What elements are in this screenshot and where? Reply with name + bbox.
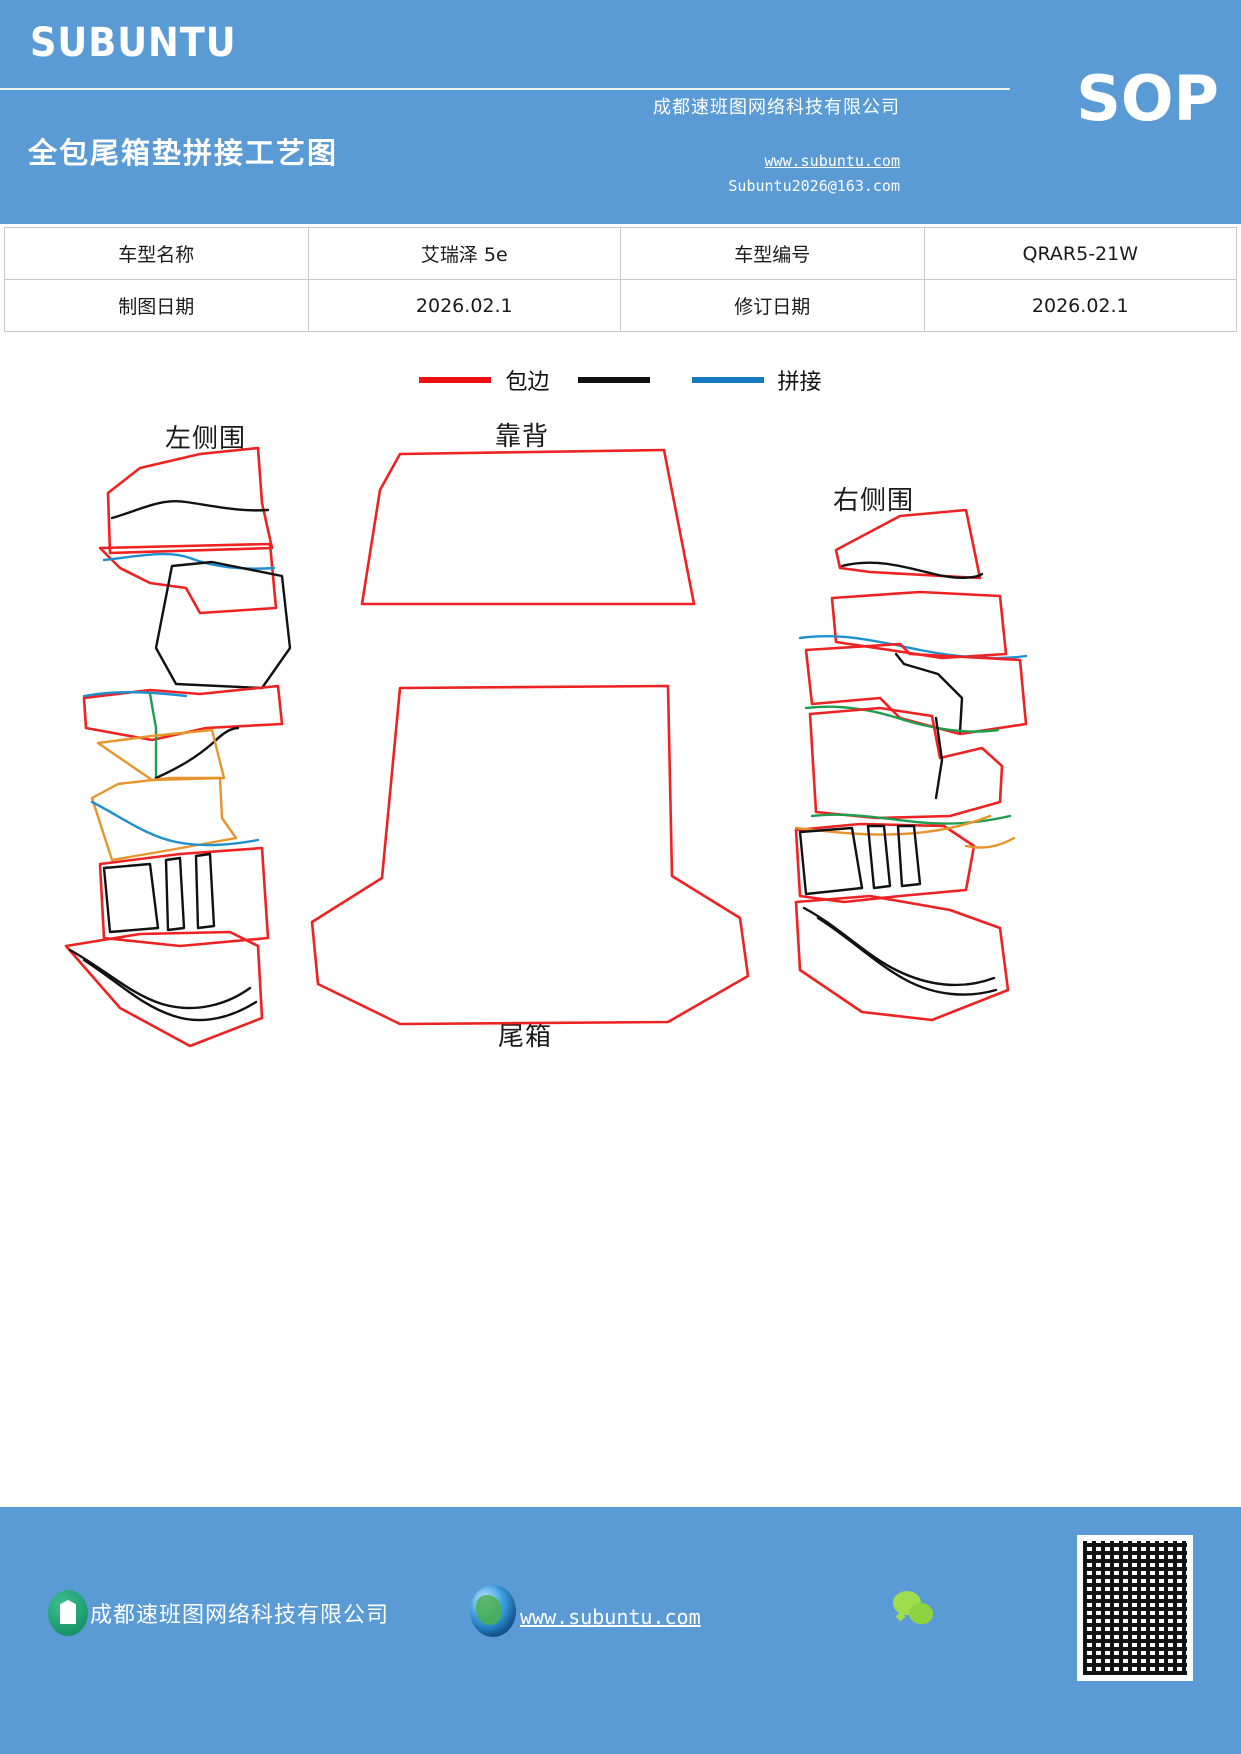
footer-company-name: 成都速班图网络科技有限公司	[90, 1603, 390, 1628]
cell-model-code-value: QRAR5-21W	[923, 227, 1238, 280]
legend-label-splice: 拼接	[777, 370, 822, 395]
qr-code	[1077, 1535, 1193, 1681]
vehicle-spec-table: 车型名称 艾瑞泽 5e 车型编号 QRAR5-21W 制图日期 2026.02.…	[4, 227, 1238, 332]
cell-model-code-label: 车型编号	[619, 227, 925, 280]
header-company-name: 成都速班图网络科技有限公司	[653, 97, 900, 118]
cell-model-name-label: 车型名称	[4, 227, 309, 280]
cell-revision-date-label: 修订日期	[619, 279, 925, 332]
part-label-left-side: 左侧围	[165, 424, 247, 454]
blue-line-swatch-icon	[691, 377, 764, 383]
globe-icon	[470, 1585, 516, 1637]
pattern-diagram: 左侧围 靠背 右侧围 尾箱	[0, 398, 1241, 1098]
footer-website-link[interactable]: www.subuntu.com	[520, 1605, 701, 1629]
part-label-backrest: 靠背	[495, 422, 550, 452]
header-website-link[interactable]: www.subuntu.com	[764, 152, 900, 170]
header-email: Subuntu2026@163.com	[728, 177, 900, 195]
wechat-icon	[893, 1591, 939, 1631]
legend-label-edging: 包边	[505, 370, 550, 395]
cell-revision-date-value: 2026.02.1	[923, 279, 1238, 332]
left-side-pieces	[64, 446, 292, 1048]
building-icon	[48, 1590, 88, 1636]
brand-logo: SUBUNTU	[30, 20, 237, 66]
page-footer: 成都速班图网络科技有限公司 www.subuntu.com	[0, 1507, 1241, 1754]
right-side-pieces	[794, 508, 1028, 1022]
part-label-right-side: 右侧围	[833, 486, 915, 516]
page-header: SUBUNTU 成都速班图网络科技有限公司 SOP 全包尾箱垫拼接工艺图 www…	[0, 0, 1241, 224]
document-type-badge: SOP	[1076, 62, 1219, 135]
red-line-swatch-icon	[419, 377, 492, 383]
header-divider	[0, 88, 1010, 90]
trunk-piece	[310, 684, 750, 1026]
table-row: 车型名称 艾瑞泽 5e 车型编号 QRAR5-21W	[4, 227, 1238, 280]
part-label-trunk: 尾箱	[498, 1022, 553, 1052]
cell-draw-date-label: 制图日期	[4, 279, 309, 332]
pattern-pieces-svg	[64, 446, 1028, 1048]
cell-draw-date-value: 2026.02.1	[307, 279, 621, 332]
black-line-swatch-icon	[577, 377, 650, 383]
table-row: 制图日期 2026.02.1 修订日期 2026.02.1	[4, 279, 1238, 332]
backrest-piece	[360, 448, 696, 606]
cell-model-name-value: 艾瑞泽 5e	[307, 227, 621, 280]
legend: 包边 拼接	[0, 362, 1241, 398]
page-title: 全包尾箱垫拼接工艺图	[28, 136, 339, 170]
